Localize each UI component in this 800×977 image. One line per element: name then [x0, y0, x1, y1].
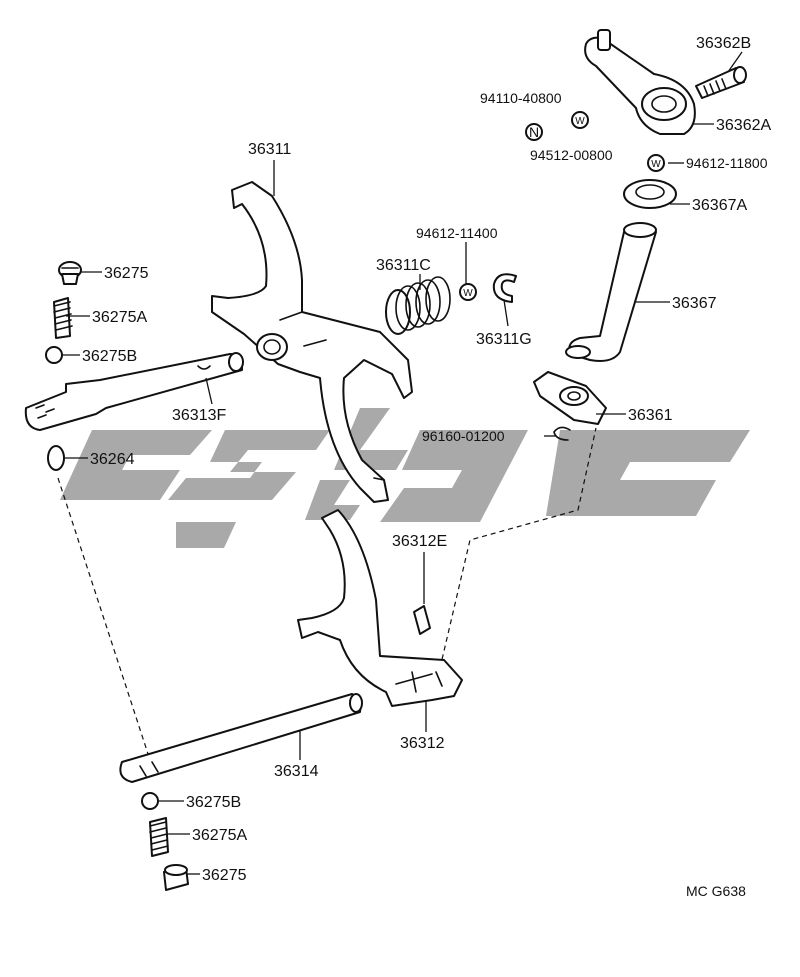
n-mark-icon: N [525, 123, 543, 141]
label-36367: 36367 [672, 295, 717, 312]
shift-shaft-36314 [119, 693, 363, 783]
svg-text:W: W [651, 159, 661, 170]
label-36313F: 36313F [172, 407, 226, 424]
label-36275-bottom: 36275 [202, 867, 247, 884]
bolt-36362B [695, 66, 747, 99]
ball-36275B-bottom [141, 792, 159, 810]
spring-36275A-bottom [149, 817, 169, 857]
label-36312E: 36312E [392, 533, 447, 550]
part-labels: 36362B 94110-40800 36362A 94512-00800 94… [82, 35, 771, 899]
label-94612-11800: 94612-11800 [686, 155, 768, 171]
assembly-lines [57, 427, 597, 761]
shift-shaft-36313F [24, 352, 244, 431]
leader-lines [62, 51, 743, 875]
seal-36367A [623, 179, 677, 209]
svg-text:W: W [463, 288, 473, 299]
label-96160-01200: 96160-01200 [422, 428, 505, 444]
label-36275A-top: 36275A [92, 309, 147, 326]
pin-36312E [413, 605, 431, 635]
label-36361: 36361 [628, 407, 673, 424]
label-36275-top: 36275 [104, 265, 149, 282]
shaft-36367 [565, 222, 657, 362]
spring-36311C [385, 276, 451, 335]
w-mark-icon-3: W [459, 283, 477, 301]
watermark-logo [60, 408, 750, 548]
spring-36275A-top [53, 297, 73, 339]
plug-36275-bottom [163, 864, 189, 891]
pin-36264 [47, 445, 65, 471]
e-ring-96160 [553, 426, 571, 441]
svg-text:W: W [575, 116, 585, 127]
w-mark-icon-1: W [571, 111, 589, 129]
label-36367A: 36367A [692, 197, 747, 214]
label-36264: 36264 [90, 451, 135, 468]
w-mark-icon-2: W [647, 154, 665, 172]
label-36314: 36314 [274, 763, 319, 780]
label-94110-40800: 94110-40800 [480, 90, 562, 106]
label-36311C: 36311C [376, 257, 431, 274]
snap-ring-36311G [492, 273, 517, 303]
shift-fork-36312 [297, 509, 463, 707]
shift-inner-lever-36361 [533, 371, 607, 425]
svg-text:N: N [529, 124, 539, 140]
label-94612-11400: 94612-11400 [416, 225, 498, 241]
plug-36275-top [58, 261, 82, 285]
label-36311G: 36311G [476, 331, 532, 348]
shift-fork-36311 [211, 181, 413, 503]
label-36275B-bottom: 36275B [186, 794, 241, 811]
label-36362A: 36362A [716, 117, 771, 134]
label-94512-00800: 94512-00800 [530, 147, 613, 163]
diagram-code: MC G638 [686, 883, 746, 899]
shift-lever-head-36362A [584, 29, 696, 135]
label-36362B: 36362B [696, 35, 751, 52]
ball-36275B-top [45, 346, 63, 364]
label-36312: 36312 [400, 735, 445, 752]
label-36275B-top: 36275B [82, 348, 137, 365]
label-36275A-bottom: 36275A [192, 827, 247, 844]
label-36311: 36311 [248, 141, 291, 158]
